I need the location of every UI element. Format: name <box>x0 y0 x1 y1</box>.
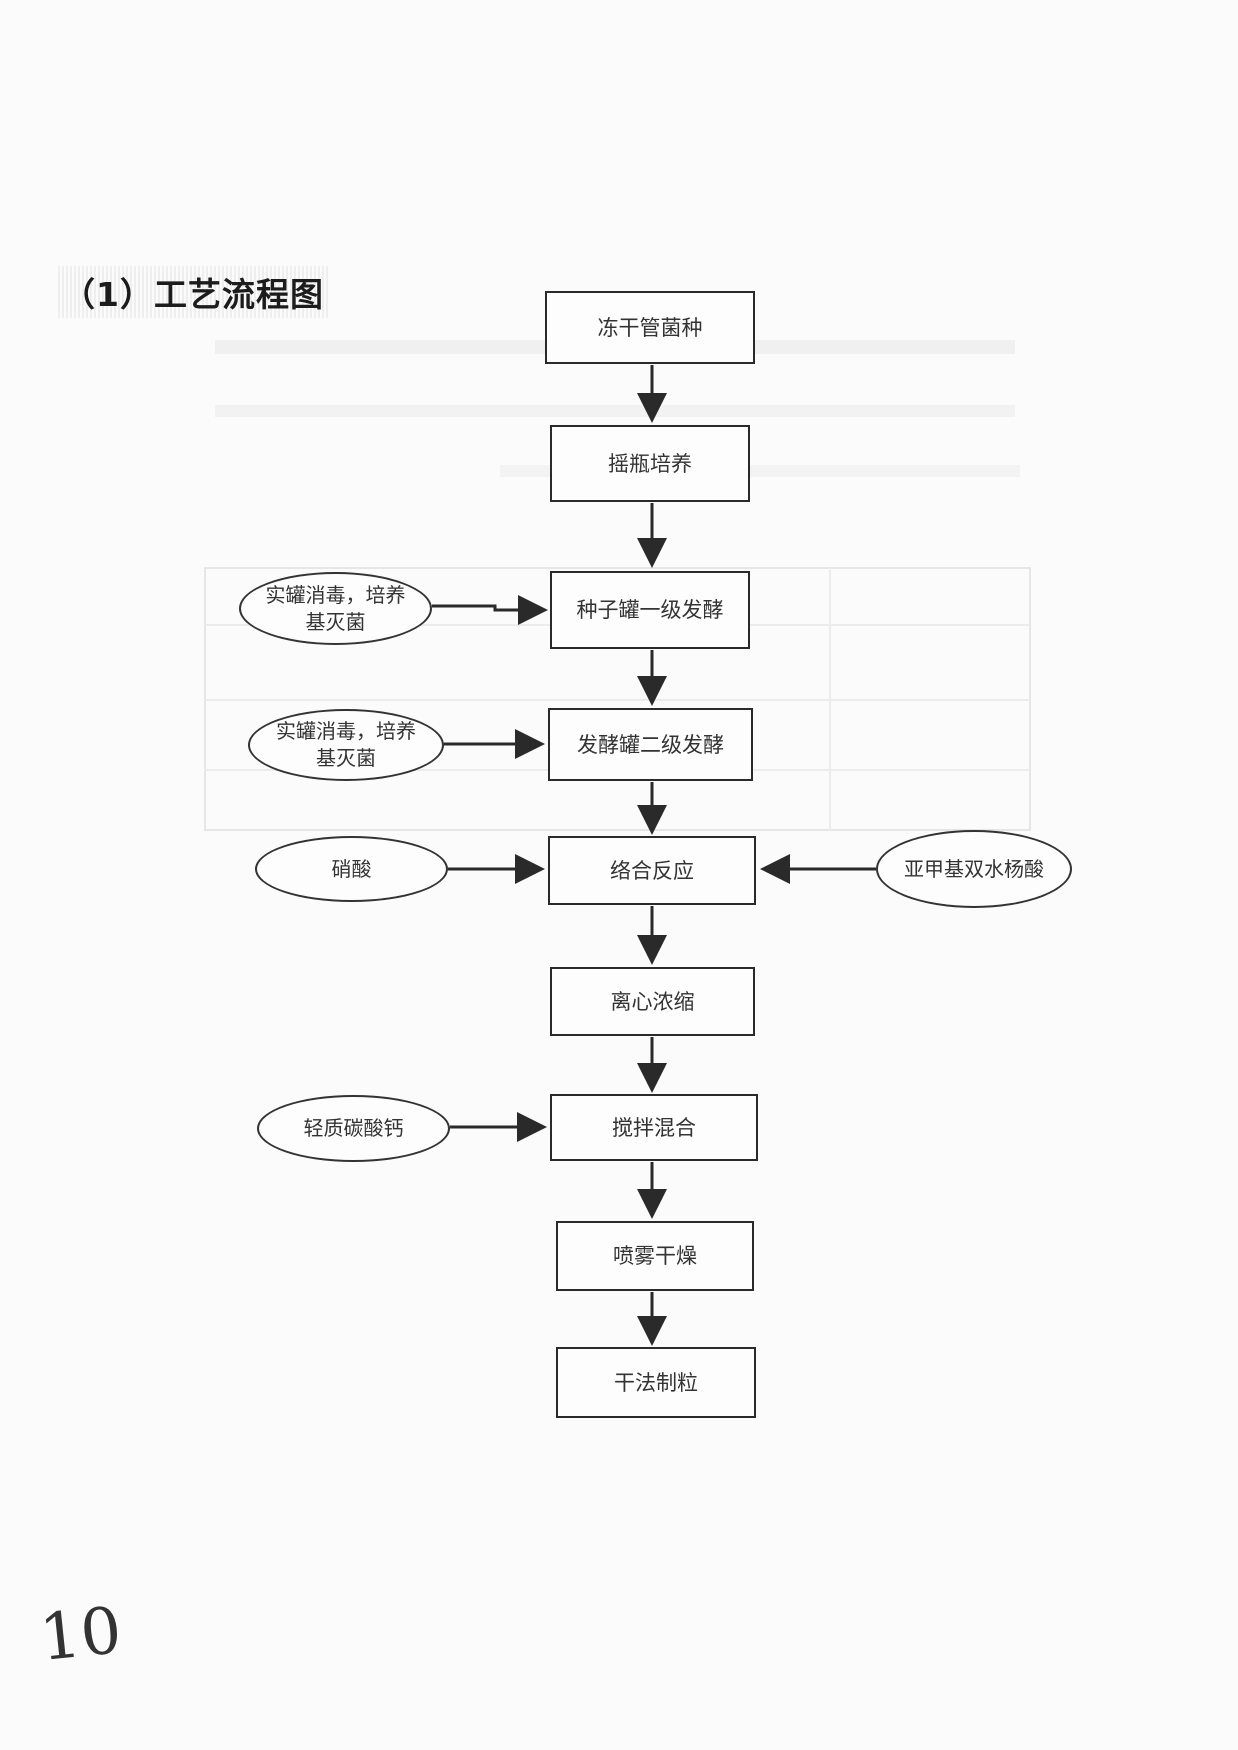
handwritten-page-number: 10 <box>36 1593 126 1677</box>
input-tank-sterilization-2: 实罐消毒，培养基灭菌 <box>248 709 444 781</box>
step-fermenter-secondary-fermentation: 发酵罐二级发酵 <box>548 708 753 781</box>
section-title: （1）工艺流程图 <box>58 266 328 318</box>
step-dry-granulation: 干法制粒 <box>556 1347 756 1418</box>
input-nitric-acid: 硝酸 <box>255 836 448 902</box>
step-seed-tank-fermentation: 种子罐一级发酵 <box>550 571 750 649</box>
step-freeze-dried-strain: 冻干管菌种 <box>545 291 755 364</box>
arrow-i1-s3 <box>432 595 548 625</box>
input-light-calcium-carbonate: 轻质碳酸钙 <box>257 1095 450 1162</box>
input-methylene-disalicylic-acid: 亚甲基双水杨酸 <box>876 830 1072 908</box>
step-spray-drying: 喷雾干燥 <box>556 1221 754 1291</box>
step-stirring-mixing: 搅拌混合 <box>550 1094 758 1161</box>
input-tank-sterilization-1: 实罐消毒，培养基灭菌 <box>239 572 432 645</box>
step-shake-flask-culture: 摇瓶培养 <box>550 425 750 502</box>
step-centrifugal-concentration: 离心浓缩 <box>550 967 755 1036</box>
step-complexation-reaction: 络合反应 <box>548 836 756 905</box>
